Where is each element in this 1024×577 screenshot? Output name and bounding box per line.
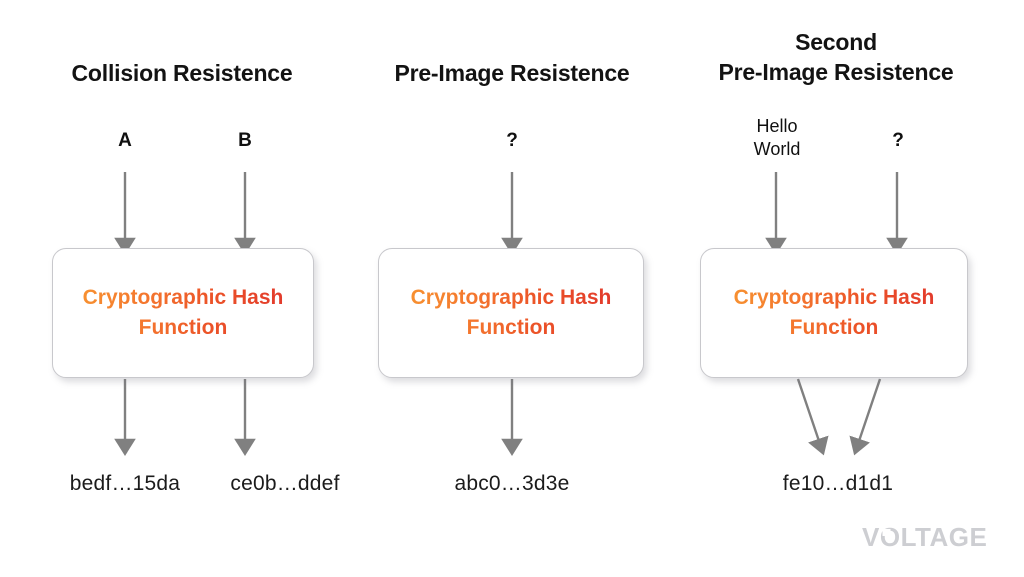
- panel-title-pre-image-resistence: Pre-Image Resistence: [394, 60, 630, 86]
- voltage-logo-text: VOLTAGE: [862, 523, 987, 552]
- input-label-a: A: [118, 130, 132, 151]
- voltage-logo-o-notch: [882, 529, 891, 536]
- output-hash-bedf: bedf…15da: [69, 472, 181, 495]
- output-hash-fe10: fe10…d1d1: [782, 472, 894, 495]
- hash-function-label-1: Cryptographic Hash Function: [83, 283, 284, 343]
- voltage-logo: VOLTAGE: [862, 523, 987, 552]
- panel-title-collision-resistence: Collision Resistence: [71, 60, 293, 86]
- hash-function-label-3: Cryptographic Hash Function: [734, 283, 935, 343]
- input-label-b: B: [238, 130, 252, 151]
- input-label-hello-world: Hello World: [753, 116, 801, 159]
- hash-function-label-2: Cryptographic Hash Function: [411, 283, 612, 343]
- arrow-output-4-left: [796, 378, 829, 456]
- input-label-question-panel-3: ?: [892, 130, 904, 151]
- arrow-output-4-right: [849, 378, 882, 456]
- hash-function-box-3: Cryptographic Hash Function: [700, 248, 968, 378]
- hash-function-box-2: Cryptographic Hash Function: [378, 248, 644, 378]
- input-label-question-panel-2: ?: [506, 130, 518, 151]
- panel-title-second-pre-image-resistence: Second Pre-Image Resistence: [718, 29, 954, 85]
- hash-function-box-1: Cryptographic Hash Function: [52, 248, 314, 378]
- output-hash-ce0b: ce0b…ddef: [230, 472, 340, 495]
- output-hash-abc0: abc0…3d3e: [454, 472, 570, 495]
